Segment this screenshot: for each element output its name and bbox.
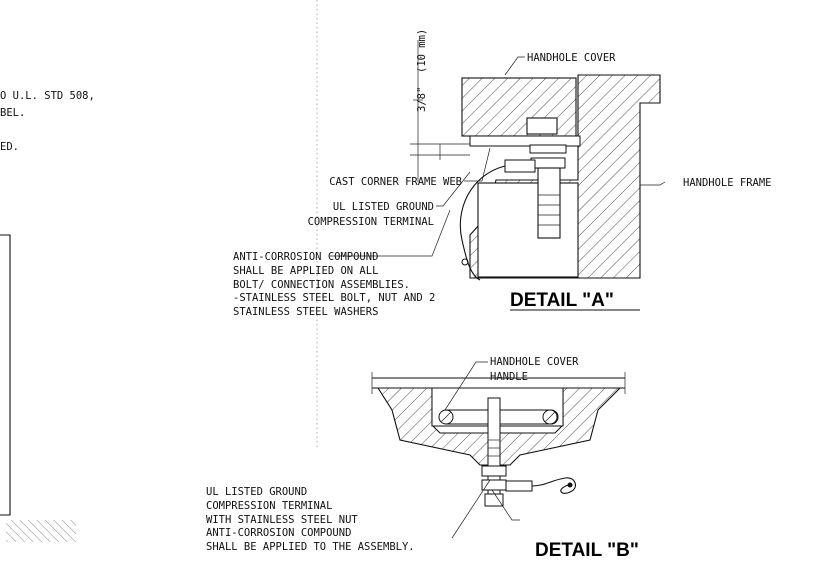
detail-a-text: 3/8" (10 mm) HANDHOLE COVER HANDHOLE FRA… [233, 29, 772, 318]
label-compression-terminal: COMPRESSION TERMINAL [308, 216, 434, 228]
label-terminal-4: ANTI-CORROSION COMPOUND [206, 527, 351, 539]
detail-b-title: DETAIL "B" [535, 540, 639, 561]
detail-b-leaders [444, 361, 520, 539]
dimension-mm: (10 mm) [416, 29, 428, 73]
label-cast-corner-frame-web: CAST CORNER FRAME WEB [329, 176, 462, 188]
dimension-inch: 3/8" [416, 87, 428, 112]
label-terminal-3: WITH STAINLESS STEEL NUT [206, 514, 358, 526]
label-terminal-1: UL LISTED GROUND [206, 486, 307, 498]
detail-a-title: DETAIL "A" [510, 290, 614, 311]
detail-a-leaders [330, 56, 666, 257]
left-partial-box [0, 234, 76, 542]
left-note-1: O U.L. STD 508, [0, 90, 95, 102]
left-note-3: ED. [0, 141, 19, 153]
label-terminal-2: COMPRESSION TERMINAL [206, 500, 332, 512]
label-anti-corrosion-1: ANTI-CORROSION COMPOUND [233, 251, 378, 263]
label-handhole-cover-handle-1: HANDHOLE COVER [490, 356, 579, 368]
label-anti-corrosion-4: -STAINLESS STEEL BOLT, NUT AND 2 [233, 292, 435, 304]
detail-b-text: HANDHOLE COVER HANDLE UL LISTED GROUND C… [206, 356, 639, 561]
label-anti-corrosion-2: SHALL BE APPLIED ON ALL [233, 265, 378, 277]
label-ul-listed-ground: UL LISTED GROUND [333, 201, 434, 213]
detail-b-drawing [371, 372, 626, 507]
label-anti-corrosion-5: STAINLESS STEEL WASHERS [233, 306, 378, 318]
label-terminal-5: SHALL BE APPLIED TO THE ASSEMBLY. [206, 541, 415, 553]
label-handhole-cover-handle-2: HANDLE [490, 371, 528, 383]
label-anti-corrosion-3: BOLT/ CONNECTION ASSEMBLIES. [233, 279, 410, 291]
left-note-2: BEL. [0, 107, 25, 119]
label-handhole-cover: HANDHOLE COVER [527, 52, 616, 64]
left-notes: O U.L. STD 508, BEL. ED. [0, 90, 95, 153]
detail-a-drawing [410, 40, 661, 281]
label-handhole-frame: HANDHOLE FRAME [683, 177, 772, 189]
